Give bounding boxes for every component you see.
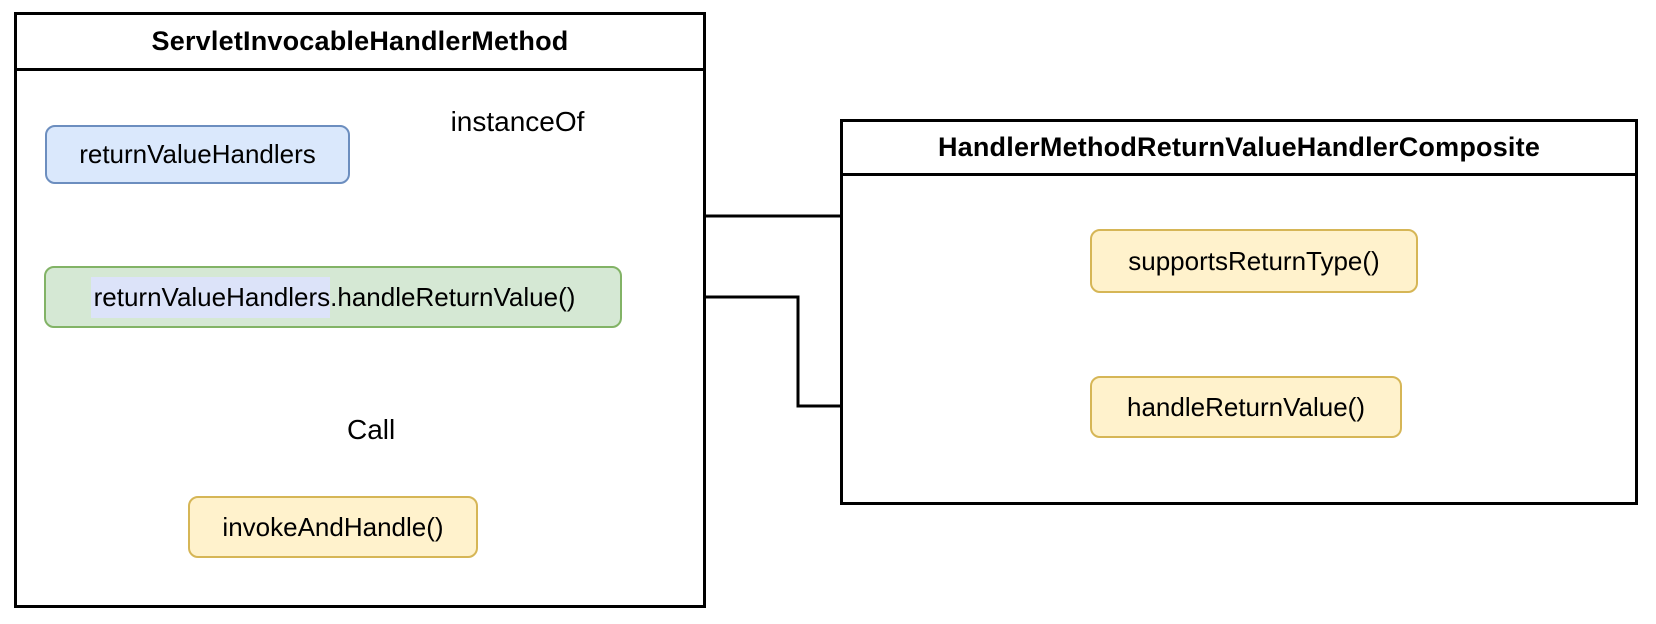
node-label: supportsReturnType()	[1128, 245, 1380, 276]
node-invoke-and-handle: invokeAndHandle()	[188, 496, 478, 558]
edge-label-call: Call	[347, 414, 396, 445]
class-title: ServletInvocableHandlerMethod	[151, 26, 569, 56]
class-title-bar: ServletInvocableHandlerMethod	[17, 15, 703, 71]
node-return-value-handlers-handle-return-value: returnValueHandlers.handleReturnValue()	[44, 266, 622, 328]
node-return-value-handlers: returnValueHandlers	[45, 125, 350, 184]
highlighted-text: returnValueHandlers	[90, 276, 331, 318]
node-handle-return-value: handleReturnValue()	[1090, 376, 1402, 438]
node-label: .handleReturnValue()	[330, 281, 576, 312]
node-label: invokeAndHandle()	[222, 511, 444, 542]
edge-label-instanceof: instanceOf	[450, 106, 585, 137]
class-title: HandlerMethodReturnValueHandlerComposite	[937, 132, 1541, 162]
node-supports-return-type: supportsReturnType()	[1090, 229, 1418, 293]
node-label: handleReturnValue()	[1127, 391, 1365, 422]
class-title-bar: HandlerMethodReturnValueHandlerComposite	[843, 122, 1635, 176]
class-box-handler-method-return-value-handler-composite: HandlerMethodReturnValueHandlerComposite	[840, 119, 1638, 505]
node-label: returnValueHandlers	[79, 139, 316, 169]
